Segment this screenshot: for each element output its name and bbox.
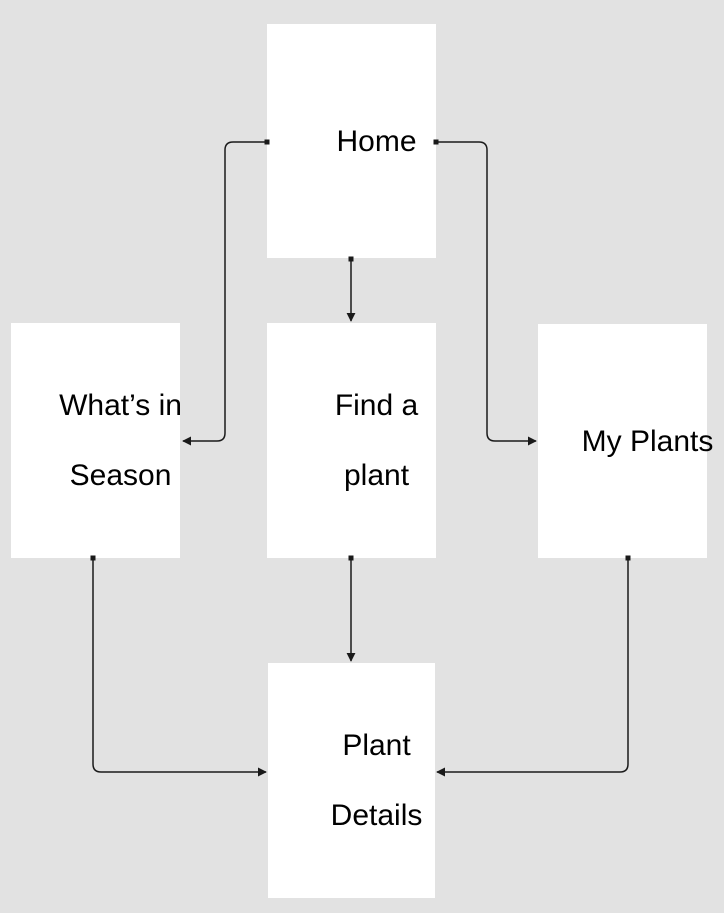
edge-whats-in-season-to-plant-details[interactable] (90, 555, 267, 777)
node-label-home-line-1: Home (336, 124, 417, 158)
node-my-plants[interactable]: My Plants (538, 324, 713, 558)
node-label-find-a-plant-line-1: Find a (334, 389, 419, 422)
node-find-a-plant[interactable]: Find a plant (267, 323, 436, 558)
node-label-home: Home (286, 89, 416, 194)
node-whats-in-season[interactable]: What’s in Season (9, 323, 182, 558)
node-label-whats-in-season-line-1: What’s in (59, 389, 182, 422)
node-home[interactable]: Home (267, 24, 436, 258)
node-label-whats-in-season-line-2: Season (69, 459, 172, 492)
node-label-plant-details-line-1: Plant (342, 729, 411, 762)
edge-home-to-my-plants[interactable] (433, 139, 537, 446)
node-label-my-plants: My Plants (532, 389, 714, 494)
node-plant-details[interactable]: Plant Details (268, 663, 435, 898)
node-label-find-a-plant-line-2: plant (343, 459, 410, 492)
node-label-find-a-plant: Find a plant (285, 353, 418, 528)
edge-my-plants-to-plant-details[interactable] (436, 555, 631, 777)
edge-home-to-whats-in-season[interactable] (182, 139, 270, 446)
node-label-whats-in-season: What’s in Season (9, 353, 182, 528)
node-label-my-plants-line-1: My Plants (581, 424, 714, 458)
node-label-plant-details: Plant Details (281, 693, 423, 868)
node-label-plant-details-line-2: Details (330, 799, 423, 832)
